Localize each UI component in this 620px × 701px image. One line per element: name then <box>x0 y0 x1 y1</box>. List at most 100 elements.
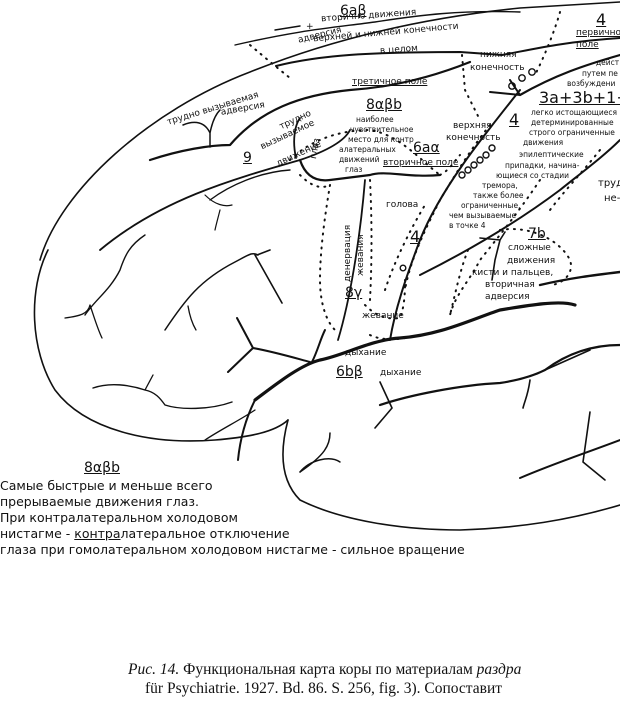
frontal-sulcus-d <box>254 249 283 304</box>
marker-circle <box>508 82 516 90</box>
area-3-text-12: в точке 4 <box>449 221 486 230</box>
hard-right-text-1: труд <box>598 178 620 189</box>
area-code-8g: 8γ <box>345 285 363 301</box>
area-3-text-8: тремора, <box>482 181 518 190</box>
caption-line-2: für Psychiatrie. 1927. Bd. 86. S. 256, f… <box>145 680 503 697</box>
area-3-text-11: чем вызываемые <box>449 211 517 220</box>
frontal-sulcus-c <box>227 317 311 373</box>
upper-limb-text-1: верхняя <box>453 121 492 131</box>
area-code-7b: 7b <box>528 226 546 242</box>
sulcus-adversion <box>275 37 620 67</box>
upper-limb-text-2: конечность <box>446 133 501 143</box>
dotted-boundary-8abb <box>289 128 441 176</box>
temporal-sulcus-1 <box>378 343 620 407</box>
precentral-sulcus <box>389 89 521 341</box>
temporal-sulcus-2-branch <box>582 411 606 481</box>
area-4-primary-text-2: поле <box>576 40 599 50</box>
area-3-text-9: также более <box>473 191 524 200</box>
area-8abb-text-6: глаз <box>345 165 363 174</box>
area-3-text-5: эпилептические <box>519 150 584 159</box>
dotted-boundary-3 <box>449 179 541 316</box>
temporal-sulcus-3-branch <box>299 432 331 473</box>
area-4-primary-text-1: первичное <box>576 28 620 38</box>
dotted-boundary-deinnerv-right <box>369 179 373 301</box>
sulcus-hard-adversion <box>182 109 221 148</box>
area-code-8abb: 8αβb <box>366 97 402 113</box>
sulcus-7b <box>479 231 506 281</box>
legend-line-4-prefix: нистагме - <box>0 526 75 541</box>
area-4-effect-2: путем пе <box>582 69 618 78</box>
area-3-text-10: ограниченные, <box>461 201 521 210</box>
caption-line-1: Рис. 14. Функциональная карта коры по ма… <box>128 660 521 679</box>
area-8abb-text-2: чувствительное <box>350 125 414 134</box>
legend-8abb: 8αβb Самые быстрые и меньше всего прерыв… <box>0 460 465 558</box>
sylvian-branch <box>311 329 326 363</box>
plus-mark: + <box>306 22 314 32</box>
dotted-boundary-lower-limb <box>461 54 481 121</box>
legend-line-2: прерываемые движения глаз. <box>0 494 199 509</box>
legend-line-4-suffix: латеральное отключение <box>120 526 290 541</box>
frontal-sulcus-b-branch <box>187 305 197 331</box>
area-code-4-lower: 4 <box>410 227 421 246</box>
frontal-sulcus-a-branch <box>64 304 103 339</box>
sulcus-upper-frontal <box>148 60 472 162</box>
marker-circle <box>518 74 526 82</box>
area-7b-text-2: движения <box>507 256 556 266</box>
caption-line-1-text: Функциональная карта коры по материалам <box>179 661 477 678</box>
sulcus-frontal-lower <box>209 169 291 201</box>
legend-title: 8αβb <box>84 460 120 476</box>
sulcus-9-branch <box>293 117 301 159</box>
area-3-text-2: детерминированные <box>531 118 614 127</box>
hemisphere-outline-left <box>33 249 289 442</box>
area-code-6bb: 6bβ <box>336 364 363 380</box>
dotted-boundary-8abb-right <box>439 154 461 176</box>
area-3-text-4: движения <box>523 138 564 147</box>
area-7b-text-3: кисти и пальцев, <box>472 268 554 278</box>
frontal-sulcus-e-branch <box>144 374 154 391</box>
area-3-text-6: припадки, начина- <box>505 161 580 170</box>
dotted-boundary-3b <box>549 149 601 211</box>
area-4-effect-1: дейст <box>596 58 620 67</box>
breathing-text-2: дыхание <box>380 368 422 378</box>
head-text: голова <box>386 200 419 210</box>
area-code-4-primary: 4 <box>596 10 607 29</box>
marker-circle <box>399 264 407 272</box>
central-sulcus <box>337 179 366 341</box>
area-code-6aa: 6aα <box>413 140 440 156</box>
area-7b-text-1: сложные <box>508 243 551 253</box>
dotted-boundary-7b-left <box>449 249 469 316</box>
legend-line-4-underlined: контра <box>74 526 121 541</box>
brain-cortex-map: 6aβ + вторично движения верхней и нижней… <box>33 1 620 531</box>
legend-line-4: нистагме - контралатеральное отключение <box>0 526 465 542</box>
lower-limb-text-2: конечность <box>470 63 525 73</box>
postcentral-sulcus <box>419 139 620 276</box>
caption-fig-label: Рис. 14. <box>128 661 180 678</box>
marker-circle <box>482 151 490 159</box>
hard-right-text-2: не- <box>604 193 620 204</box>
legend-line-5: глаза при гомолатеральном холодовом нист… <box>0 542 465 557</box>
marker-circle <box>464 166 472 174</box>
deinnervation-text-2: жевания <box>356 234 366 276</box>
area-3-text-7: ющиеся со стадии <box>496 171 570 180</box>
area-code-4-mid: 4 <box>509 110 520 129</box>
dotted-boundary-6ab <box>249 44 291 79</box>
caption-line-1-italic: раздра <box>476 661 522 678</box>
tertiary-field-text: третичное поле <box>352 77 428 87</box>
temporal-sulcus-1-branch <box>374 381 393 429</box>
marker-circle <box>458 171 466 179</box>
area-code-6ab: 6aβ <box>340 3 367 19</box>
dotted-boundary-7b <box>499 228 572 286</box>
dotted-boundary-4-primary <box>534 11 561 76</box>
legend-line-1: Самые быстрые и меньше всего <box>0 478 213 493</box>
dotted-boundary-4-upper2 <box>384 204 426 291</box>
area-4-effect-3: возбуждени <box>567 79 616 88</box>
marker-circle <box>476 156 484 164</box>
dotted-boundary-deinnerv-left <box>318 184 336 331</box>
sulcus-frontal-branch <box>204 194 233 231</box>
chewing-text: жевание <box>362 311 404 321</box>
hemisphere-outline <box>39 1 620 261</box>
temporal-outline <box>282 419 620 531</box>
deinnervation-text-1: денервация <box>343 224 353 282</box>
area-8abb-text-5: движений <box>339 155 380 164</box>
area-8abb-text-3: место для контр <box>348 135 414 144</box>
